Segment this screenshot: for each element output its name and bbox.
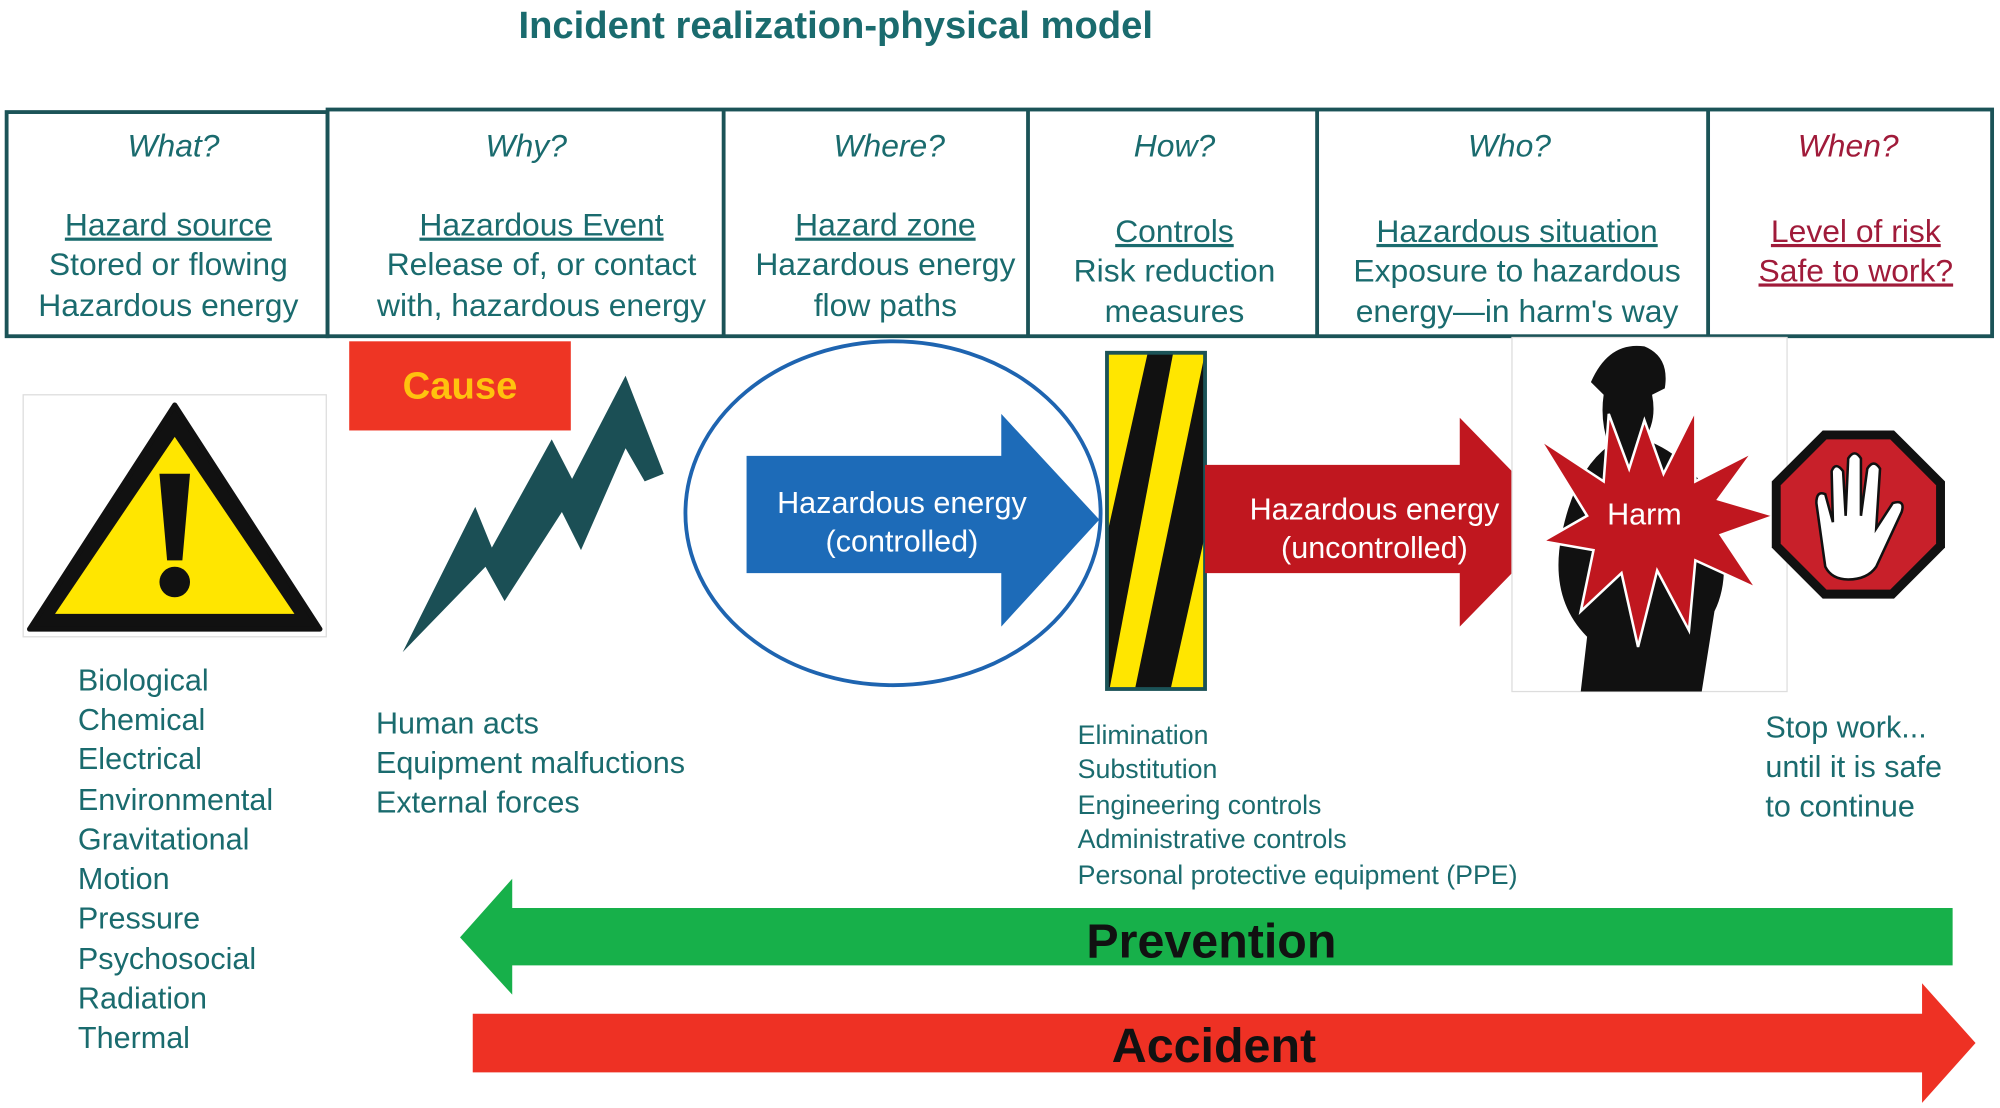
column-line: Exposure to hazardous	[1353, 252, 1680, 288]
list-item: until it is safe	[1765, 750, 1942, 784]
uncontrolled-arrow-text: Hazardous energy	[1250, 493, 1500, 527]
question: How?	[1134, 128, 1216, 164]
harm-label: Harm	[1607, 498, 1682, 532]
column-why: Why? Hazardous Event Release of, or cont…	[376, 128, 706, 323]
list-item: Chemical	[78, 703, 205, 737]
list-item: Electrical	[78, 742, 202, 776]
question: Why?	[486, 128, 568, 164]
column-line: flow paths	[814, 287, 957, 323]
lightning-bolt-icon	[402, 375, 664, 653]
column-line: with, hazardous energy	[376, 287, 706, 323]
barrier-icon	[1105, 350, 1207, 691]
prevention-label: Prevention	[1086, 915, 1336, 969]
column-line: Stored or flowing	[49, 246, 288, 282]
column-line: Hazardous energy	[755, 246, 1015, 282]
list-item: Personal protective equipment (PPE)	[1078, 860, 1518, 890]
hazard-types-list: Biological Chemical Electrical Environme…	[78, 663, 273, 1055]
list-item: to continue	[1765, 789, 1914, 823]
column-heading: Level of risk	[1771, 213, 1941, 249]
column-heading: Controls	[1115, 213, 1234, 249]
stop-work-text: Stop work... until it is safe to continu…	[1765, 710, 1942, 823]
column-line: Risk reduction	[1074, 252, 1276, 288]
list-item: External forces	[376, 786, 580, 820]
column-heading: Hazard source	[65, 207, 272, 243]
controlled-arrow-text: (controlled)	[826, 524, 979, 558]
column-when: When? Level of risk Safe to work?	[1759, 128, 1954, 289]
controlled-arrow-text: Hazardous energy	[777, 486, 1027, 520]
column-line: Release of, or contact	[387, 246, 697, 282]
question: When?	[1798, 128, 1899, 164]
list-item: Gravitational	[78, 822, 249, 856]
column-who: Who? Hazardous situation Exposure to haz…	[1353, 128, 1680, 330]
list-item: Biological	[78, 663, 209, 697]
list-item: Psychosocial	[78, 942, 256, 976]
list-item: Administrative controls	[1078, 824, 1347, 854]
diagram-title: Incident realization-physical model	[518, 4, 1152, 47]
question: What?	[127, 128, 219, 164]
column-how: How? Controls Risk reduction measures	[1074, 128, 1276, 330]
prevention-arrow	[460, 878, 1953, 995]
column-what: What? Hazard source Stored or flowing Ha…	[38, 128, 298, 323]
list-item: Motion	[78, 862, 170, 896]
list-item: Substitution	[1078, 754, 1218, 784]
accident-label: Accident	[1112, 1019, 1316, 1073]
column-heading: Hazard zone	[795, 207, 975, 243]
uncontrolled-arrow-text: (uncontrolled)	[1281, 531, 1468, 565]
causes-list: Human acts Equipment malfuctions Externa…	[376, 707, 685, 820]
column-where: Where? Hazard zone Hazardous energy flow…	[755, 128, 1015, 323]
column-heading: Hazardous situation	[1376, 213, 1657, 249]
cause-label: Cause	[403, 365, 518, 408]
column-line: measures	[1105, 293, 1245, 329]
accident-arrow	[472, 983, 1976, 1103]
list-item: Thermal	[78, 1021, 190, 1055]
stop-hand-sign-icon	[1771, 430, 1945, 599]
question: Where?	[833, 128, 945, 164]
list-item: Equipment malfuctions	[376, 746, 685, 780]
header-table	[4, 107, 1995, 339]
controls-list: Elimination Substitution Engineering con…	[1078, 720, 1518, 890]
hazard-zone-ellipse	[683, 339, 1103, 688]
column-heading: Hazardous Event	[419, 207, 663, 243]
list-item: Elimination	[1078, 720, 1209, 750]
list-item: Environmental	[78, 783, 273, 817]
list-item: Radiation	[78, 982, 207, 1016]
controlled-energy-arrow	[746, 413, 1100, 627]
list-item: Engineering controls	[1078, 790, 1322, 820]
list-item: Stop work...	[1765, 710, 1926, 744]
harm-starburst-icon	[1538, 409, 1779, 648]
column-line: Safe to work?	[1759, 252, 1954, 288]
cause-box	[349, 341, 571, 431]
list-item: Human acts	[376, 707, 539, 741]
uncontrolled-energy-arrow	[1205, 417, 1562, 627]
column-line: energy—in harm's way	[1356, 293, 1679, 329]
column-line: Hazardous energy	[38, 287, 298, 323]
warning-sign-icon	[22, 394, 327, 638]
question: Who?	[1468, 128, 1551, 164]
list-item: Pressure	[78, 901, 200, 935]
